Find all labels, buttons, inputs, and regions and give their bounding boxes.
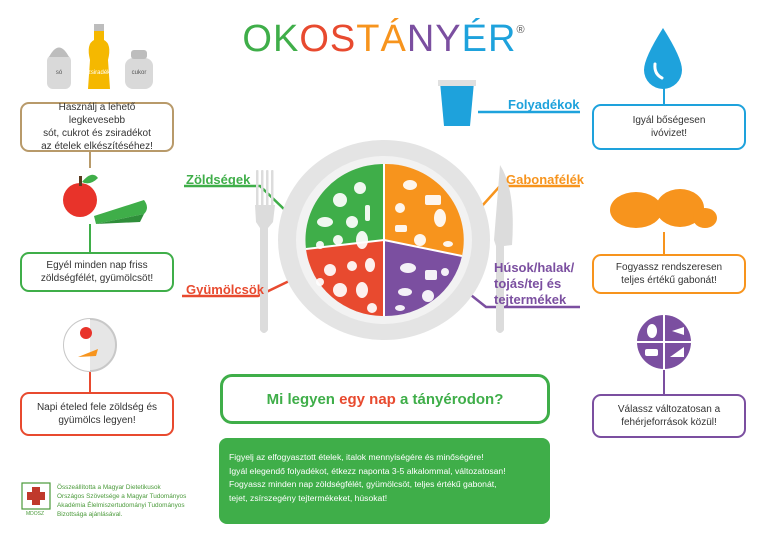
salt-label: só bbox=[55, 70, 63, 76]
plate-protein-segment bbox=[384, 240, 462, 317]
fork-icon bbox=[255, 170, 275, 333]
knife-icon bbox=[494, 165, 513, 333]
advice-line: tejet, zsírszegény tejtermékeket, húsoka… bbox=[229, 492, 388, 503]
bread-icon bbox=[610, 189, 717, 228]
question-emphasis: egy nap bbox=[339, 390, 396, 408]
drinks-label: Folyadékok bbox=[508, 97, 580, 112]
water-drop-icon bbox=[644, 28, 682, 89]
sugar-jar-icon bbox=[125, 50, 153, 89]
page-title: OKOSTÁNYÉR® bbox=[0, 18, 768, 61]
title-letter: O bbox=[299, 18, 330, 60]
logo-label: MDOSZ bbox=[25, 511, 45, 517]
water-glass-icon bbox=[438, 80, 476, 126]
advice-line: Igyál elegendő folyadékot, étkezz napont… bbox=[229, 465, 506, 476]
advice-line: Fogyassz minden nap zöldségfélét, gyümöl… bbox=[229, 479, 497, 489]
apple-carrot-icon bbox=[63, 174, 147, 224]
advice-box: Figyelj az elfogyasztott ételek, italok … bbox=[219, 438, 550, 524]
title-letter: Y bbox=[435, 18, 462, 60]
title-letter: N bbox=[406, 18, 436, 60]
sugar-label: cukor bbox=[131, 70, 147, 76]
mdosz-logo bbox=[21, 482, 51, 510]
protein-plate-icon bbox=[637, 315, 691, 369]
credit-text: Összeállította a Magyar Dietetikusok Ors… bbox=[57, 484, 187, 518]
question-pre: Mi legyen bbox=[266, 390, 340, 408]
protein-label: Húsok/halak/ tojás/tej és tejtermékek bbox=[494, 260, 575, 307]
registered-mark: ® bbox=[516, 24, 526, 36]
salt-shaker-icon bbox=[47, 47, 71, 89]
half-plate-icon bbox=[63, 318, 117, 372]
title-letter: T bbox=[356, 18, 381, 60]
oil-bottle-icon bbox=[88, 24, 110, 89]
fruits-label: Gyümölcsök bbox=[186, 282, 265, 297]
fat-label: zsiradék bbox=[87, 70, 111, 76]
title-letter: S bbox=[329, 18, 357, 60]
title-letter: K bbox=[272, 18, 300, 60]
title-letter: É bbox=[461, 18, 489, 60]
question-box: Mi legyen egy nap a tányérodon? bbox=[220, 374, 550, 424]
advice-line: Figyelj az elfogyasztott ételek, italok … bbox=[229, 452, 484, 462]
title-letter: Á bbox=[380, 18, 407, 60]
grains-label: Gabonafélék bbox=[506, 172, 585, 187]
question-post: a tányérodon? bbox=[395, 390, 504, 408]
vegetables-label: Zöldségek bbox=[186, 172, 251, 187]
title-letter: O bbox=[242, 18, 273, 60]
title-letter: R bbox=[488, 18, 517, 60]
food-silhouettes bbox=[316, 180, 453, 313]
